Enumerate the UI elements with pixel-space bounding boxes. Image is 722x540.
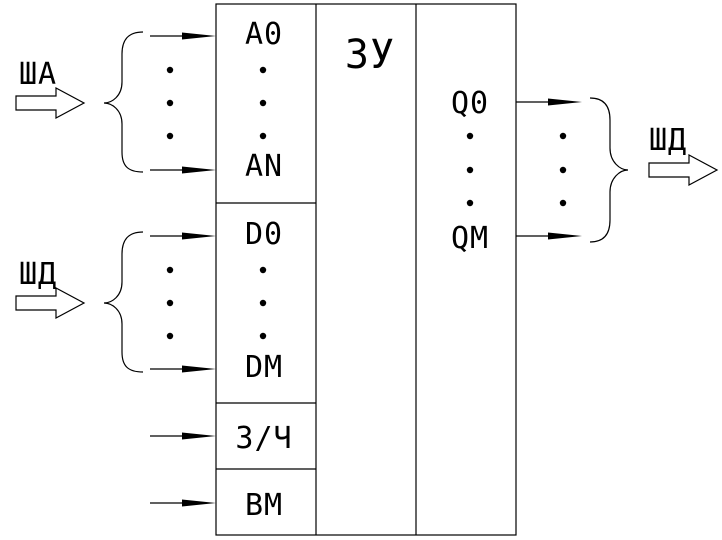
address-bus-arrow: [15, 86, 86, 120]
data-out-brace: [589, 97, 629, 243]
ellipsis-dot: [166, 332, 174, 340]
ellipsis-dot: [166, 299, 174, 307]
data-in-ellipsis-outside: [166, 266, 174, 340]
output-ellipsis-inside: [466, 132, 474, 207]
ellipsis-dot: [259, 332, 267, 340]
arrowhead-q0: [548, 98, 582, 106]
pin-label-dm: DM: [245, 350, 283, 385]
arrowhead-d0: [182, 232, 216, 240]
bus-label-data-in: ШД: [19, 257, 57, 292]
data-in-ellipsis-inside: [259, 266, 267, 340]
pin-label-write-read: З/Ч: [235, 421, 292, 456]
ellipsis-dot: [166, 66, 174, 74]
pin-label-qm: QM: [451, 221, 489, 256]
ellipsis-dot: [559, 132, 567, 140]
arrowhead-qm: [548, 232, 582, 240]
ellipsis-dot: [466, 199, 474, 207]
address-input-arrows: [150, 32, 216, 174]
arrowhead-write-read: [182, 432, 216, 440]
address-brace: [103, 31, 144, 173]
arrowhead-a0: [182, 32, 216, 40]
ellipsis-dot: [259, 266, 267, 274]
data-out-bus-arrow: [648, 153, 719, 187]
bus-label-address-in: ША: [19, 57, 57, 92]
data-output-arrows: [516, 98, 582, 240]
data-in-bus-arrow: [15, 286, 86, 320]
pin-label-a0: A0: [245, 17, 283, 52]
arrowhead-dm: [182, 365, 216, 373]
pin-label-q0: Q0: [451, 86, 489, 121]
arrowhead-an: [182, 166, 216, 174]
ellipsis-dot: [166, 99, 174, 107]
ellipsis-dot: [466, 166, 474, 174]
ellipsis-dot: [166, 266, 174, 274]
chip-body: [215, 3, 517, 536]
ellipsis-dot: [259, 66, 267, 74]
chip-title: ЗУ: [345, 32, 395, 78]
ellipsis-dot: [166, 132, 174, 140]
ellipsis-dot: [466, 132, 474, 140]
arrowhead-chip-select: [182, 499, 216, 507]
address-ellipsis-outside: [166, 66, 174, 140]
ellipsis-dot: [559, 199, 567, 207]
pin-label-d0: D0: [245, 217, 283, 252]
output-ellipsis-outside: [559, 132, 567, 207]
ellipsis-dot: [259, 299, 267, 307]
chip-outline: [215, 3, 517, 536]
ellipsis-dot: [259, 99, 267, 107]
data-in-brace: [103, 231, 144, 373]
control-input-arrows: [150, 432, 216, 507]
pin-label-chip-select: ВМ: [245, 488, 283, 523]
bus-label-data-out: ШД: [649, 123, 687, 158]
ellipsis-dot: [259, 132, 267, 140]
pin-label-an: AN: [245, 149, 283, 184]
data-input-arrows: [150, 232, 216, 373]
ellipsis-dot: [559, 166, 567, 174]
address-ellipsis-inside: [259, 66, 267, 140]
